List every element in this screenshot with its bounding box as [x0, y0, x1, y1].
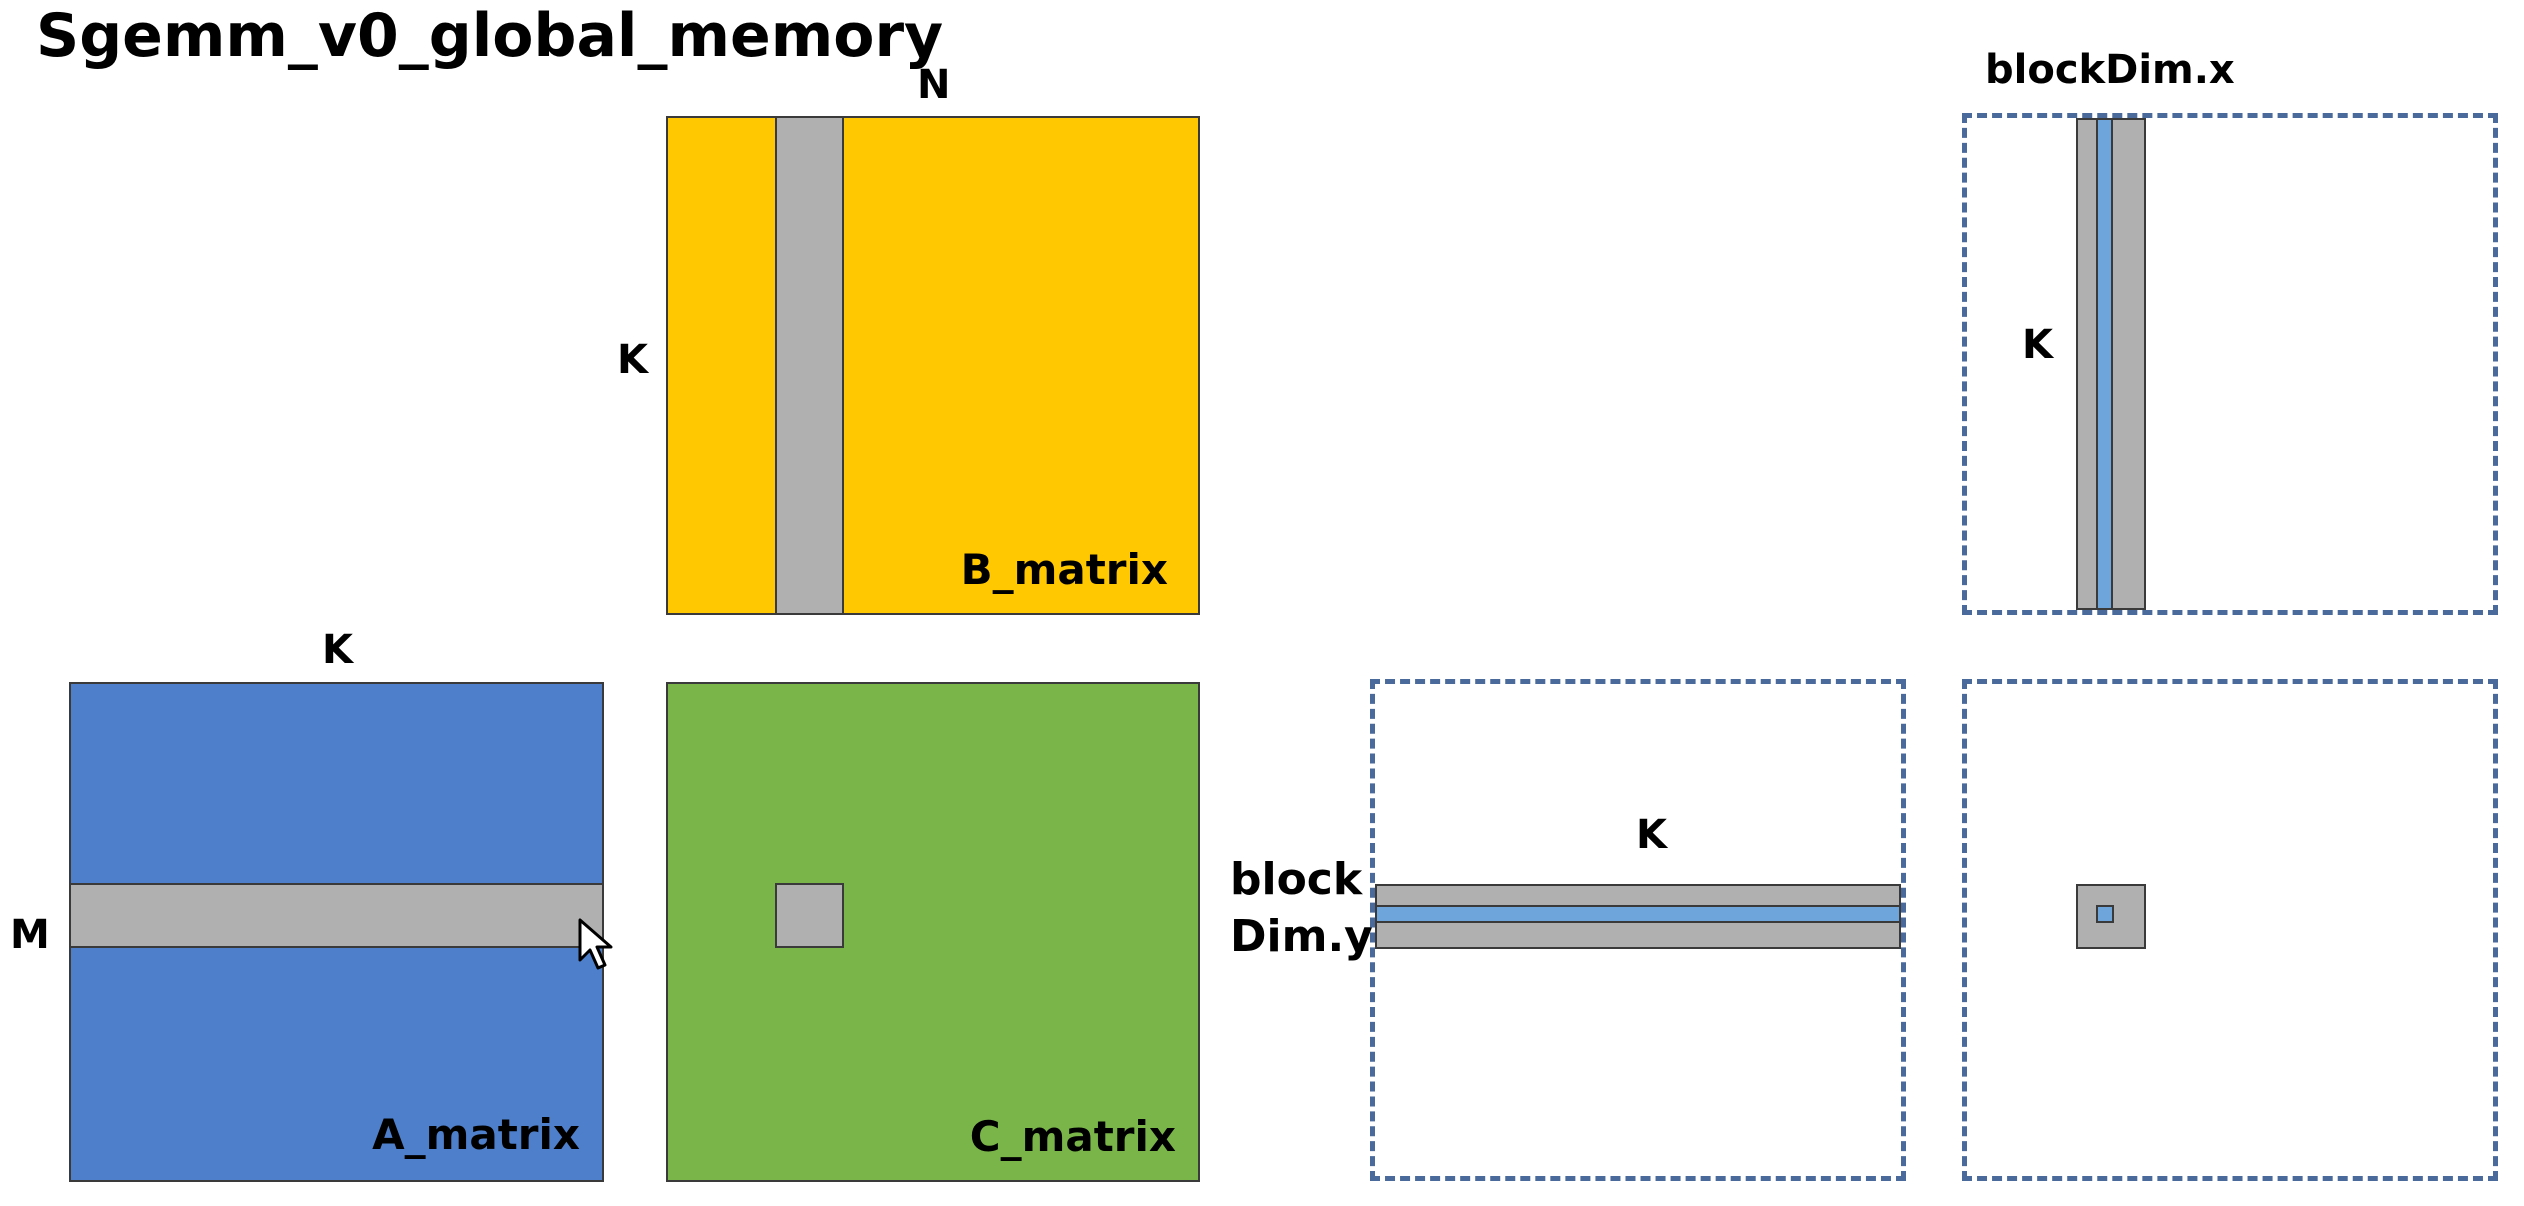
b-matrix-k-label: K	[617, 337, 648, 383]
block-row-tile	[1370, 679, 1906, 1181]
a-matrix-row-strip	[69, 883, 604, 948]
b-matrix: B_matrix	[666, 116, 1200, 615]
c-matrix-label: C_matrix	[969, 1112, 1176, 1161]
mouse-cursor-icon	[578, 918, 613, 970]
block-output-tile	[1962, 679, 2498, 1181]
c-matrix-element	[775, 883, 844, 948]
b-matrix-column-strip	[775, 116, 844, 615]
block-dim-y-label-line1: block	[1230, 854, 1363, 905]
a-matrix-label: A_matrix	[372, 1110, 580, 1159]
c-matrix: C_matrix	[666, 682, 1200, 1182]
a-matrix-k-label: K	[322, 627, 353, 673]
block-dim-y-label-line2: Dim.y	[1230, 911, 1373, 962]
block-col-k-label: K	[2022, 322, 2053, 368]
block-row-k-label: K	[1636, 812, 1667, 858]
thread-output-element	[2096, 905, 2114, 923]
page-title: Sgemm_v0_global_memory	[36, 1, 944, 71]
thread-column-strip	[2096, 118, 2113, 610]
block-column-tile	[1962, 113, 2498, 615]
thread-row-strip	[1375, 905, 1901, 923]
b-matrix-label: B_matrix	[960, 545, 1168, 594]
a-matrix: A_matrix	[69, 682, 604, 1182]
b-matrix-n-label: N	[917, 62, 951, 108]
a-matrix-m-label: M	[10, 912, 50, 958]
block-dim-x-label: blockDim.x	[1985, 47, 2235, 93]
